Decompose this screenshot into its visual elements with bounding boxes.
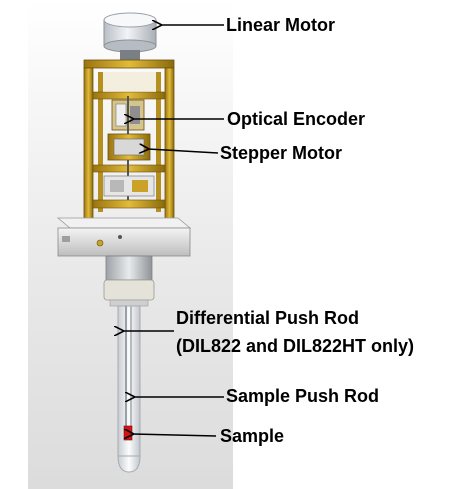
sample-specimen [123,425,133,441]
sample-label: Sample [220,426,285,446]
base-plate [56,217,192,257]
differential-push-rod-label: Differential Push Rod [176,308,360,328]
stepper-motor-arrow [148,149,219,153]
sample-arrow [133,434,217,436]
sample-tube [117,305,141,473]
differential-push-rod-note: (DIL822 and DIL822HT only) [176,336,415,356]
optical-encoder-label: Optical Encoder [227,109,366,129]
tube-collar [103,255,155,307]
linear-motor-label: Linear Motor [226,15,336,35]
linear-motor [103,12,157,60]
stepper-motor-label: Stepper Motor [220,143,343,163]
sample-push-rod-label: Sample Push Rod [226,386,380,406]
